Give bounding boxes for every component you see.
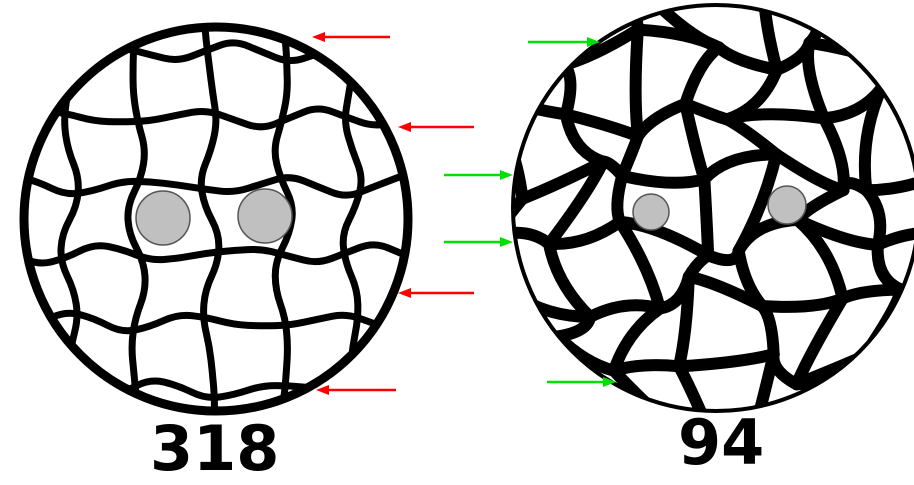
left-dot-2 — [238, 189, 292, 243]
cell-wall — [866, 163, 914, 190]
cell-wall — [679, 354, 774, 366]
cell-wall — [525, 336, 558, 365]
cell-wall — [817, 0, 868, 2]
cell-wall — [864, 343, 914, 357]
cell-wall — [552, 336, 560, 432]
cell-wall — [622, 176, 704, 183]
green-arrow-icon — [528, 37, 600, 47]
left-dot-1 — [136, 191, 190, 245]
cell-wall — [867, 2, 893, 62]
cell-wall — [626, 468, 671, 474]
cell-wall — [508, 0, 572, 8]
red-arrow-icon — [398, 288, 474, 298]
cell-wall — [727, 114, 824, 119]
cell-wall — [479, 50, 538, 94]
cell-wall — [878, 245, 902, 290]
grid-line — [10, 175, 402, 196]
right-count-label: 94 — [678, 412, 764, 474]
green-arrow-icon — [547, 377, 616, 387]
cell-wall — [626, 416, 661, 475]
cell-wall — [506, 288, 525, 365]
right-dot-1 — [633, 194, 669, 230]
cell-wall — [881, 63, 895, 89]
cell-wall — [617, 176, 622, 222]
green-arrow-group — [444, 37, 616, 387]
cell-wall — [627, 0, 661, 9]
red-arrow-group — [312, 32, 474, 395]
cell-wall — [638, 30, 719, 48]
cell-wall — [808, 43, 824, 118]
cell-wall — [685, 47, 718, 104]
cell-wall — [519, 365, 529, 437]
cell-wall — [519, 433, 560, 438]
cell-wall — [816, 404, 830, 481]
cell-wall — [762, 306, 774, 354]
cell-wall — [901, 290, 914, 325]
cell-wall — [581, 475, 626, 481]
green-arrow-icon — [444, 237, 513, 247]
cell-wall — [491, 438, 519, 474]
cell-wall — [810, 0, 821, 43]
green-arrow-icon — [444, 170, 513, 180]
cell-wall — [549, 244, 590, 317]
cell-wall — [561, 416, 661, 433]
cell-wall — [508, 8, 538, 50]
cell-wall — [866, 190, 880, 245]
red-arrow-icon — [398, 122, 474, 132]
cell-wall — [538, 49, 565, 65]
grid-line — [61, 10, 78, 430]
cell-wall — [479, 94, 566, 115]
cell-wall — [491, 473, 581, 481]
cell-wall — [638, 104, 685, 136]
cell-wall — [762, 299, 843, 307]
red-arrow-icon — [312, 32, 390, 42]
cell-wall — [563, 0, 572, 65]
left-circle-panel — [10, 10, 408, 430]
cell-wall — [864, 356, 913, 440]
cell-wall — [561, 433, 582, 481]
cell-wall — [816, 404, 913, 440]
cell-wall — [810, 43, 894, 63]
cell-wall — [863, 440, 913, 481]
cell-wall — [776, 154, 843, 190]
cell-wall — [636, 30, 638, 136]
cell-wall — [614, 365, 679, 371]
red-arrow-icon — [316, 385, 396, 395]
right-dot-2 — [768, 186, 806, 224]
cell-wall — [867, 0, 914, 2]
cell-wall — [893, 61, 914, 66]
cell-wall — [704, 179, 708, 255]
left-count-label: 318 — [150, 418, 279, 480]
grid-line — [201, 10, 219, 430]
